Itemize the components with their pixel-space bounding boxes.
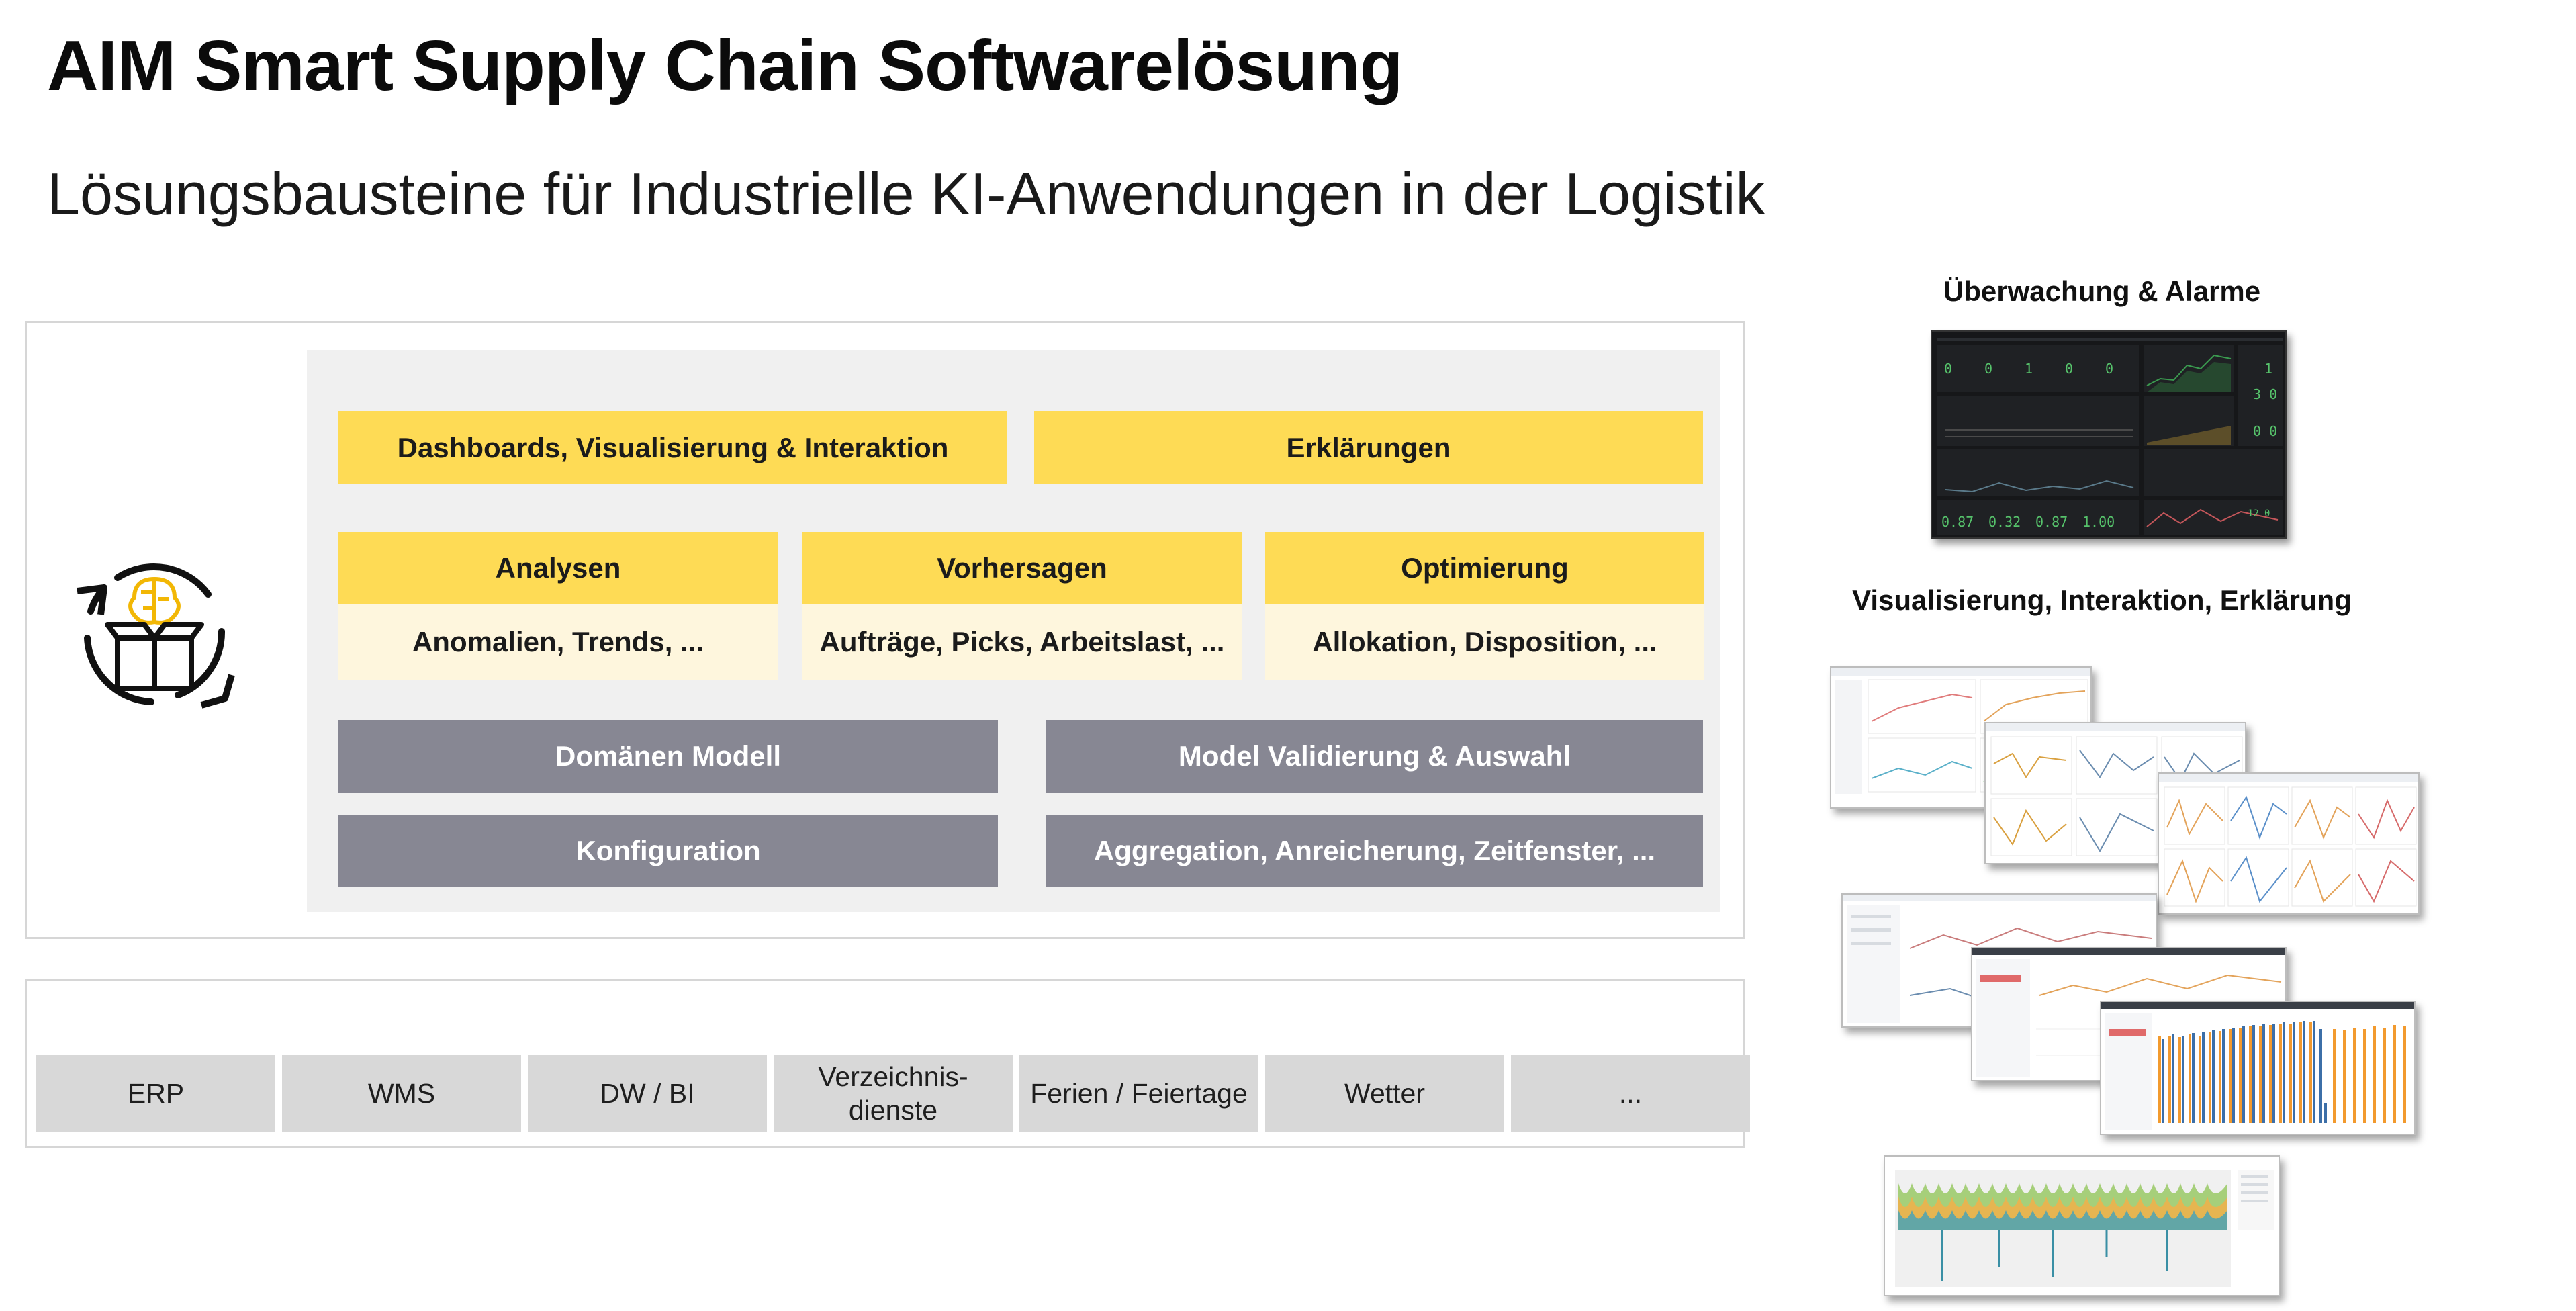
- svg-text:0 0: 0 0: [2253, 423, 2277, 439]
- optimierung-detail: Allokation, Disposition, ...: [1265, 604, 1704, 680]
- domain-model-block: Domänen Modell: [338, 720, 998, 793]
- source-more: ...: [1511, 1055, 1750, 1132]
- source-erp: ERP: [36, 1055, 275, 1132]
- page-title: AIM Smart Supply Chain Softwarelösung: [47, 26, 1403, 105]
- svg-text:1: 1: [2264, 361, 2272, 377]
- svg-text:0: 0: [2105, 361, 2113, 377]
- ai-box-cycle-icon: [71, 551, 238, 719]
- svg-text:0: 0: [1944, 361, 1952, 377]
- model-validation-block: Model Validierung & Auswahl: [1046, 720, 1703, 793]
- explanations-block: Erklärungen: [1034, 411, 1703, 484]
- aggregation-block: Aggregation, Anreicherung, Zeitfenster, …: [1046, 815, 1703, 887]
- svg-text:1.00: 1.00: [2082, 514, 2115, 530]
- svg-text:0: 0: [1984, 361, 1992, 377]
- svg-text:12: 12: [2248, 508, 2259, 519]
- screenshot-line-charts-3: [2158, 772, 2420, 915]
- vorhersagen-detail: Aufträge, Picks, Arbeitslast, ...: [802, 604, 1242, 680]
- analysen-block: Analysen: [338, 532, 778, 604]
- screenshot-bar-chart: [2100, 1001, 2416, 1135]
- analysen-detail: Anomalien, Trends, ...: [338, 604, 778, 680]
- svg-text:1: 1: [2025, 361, 2033, 377]
- screenshot-timeseries-chart: [1884, 1155, 2280, 1296]
- configuration-block: Konfiguration: [338, 815, 998, 887]
- optimierung-block: Optimierung: [1265, 532, 1704, 604]
- svg-text:0.87: 0.87: [1941, 514, 1974, 530]
- page-subtitle: Lösungsbausteine für Industrielle KI-Anw…: [47, 161, 1765, 227]
- svg-text:0: 0: [2264, 508, 2270, 519]
- source-wms: WMS: [282, 1055, 521, 1132]
- svg-text:3 0: 3 0: [2253, 386, 2277, 402]
- svg-text:0.32: 0.32: [1988, 514, 2021, 530]
- monitoring-dashboard-screenshot: 0 0 1 0 0 1 3 0 0 0 0.87 0.32 0.87 1.00 12 0: [1931, 330, 2287, 539]
- dashboards-block: Dashboards, Visualisierung & Interaktion: [338, 411, 1007, 484]
- source-dw-bi: DW / BI: [528, 1055, 767, 1132]
- svg-text:0.87: 0.87: [2035, 514, 2068, 530]
- source-weather: Wetter: [1265, 1055, 1504, 1132]
- source-holidays: Ferien / Feiertage: [1019, 1055, 1258, 1132]
- vorhersagen-block: Vorhersagen: [802, 532, 1242, 604]
- visualization-title: Visualisierung, Interaktion, Erklärung: [1852, 584, 2352, 616]
- svg-text:0: 0: [2065, 361, 2073, 377]
- source-directory-services: Verzeichnis- dienste: [774, 1055, 1013, 1132]
- monitoring-title: Überwachung & Alarme: [1943, 275, 2261, 307]
